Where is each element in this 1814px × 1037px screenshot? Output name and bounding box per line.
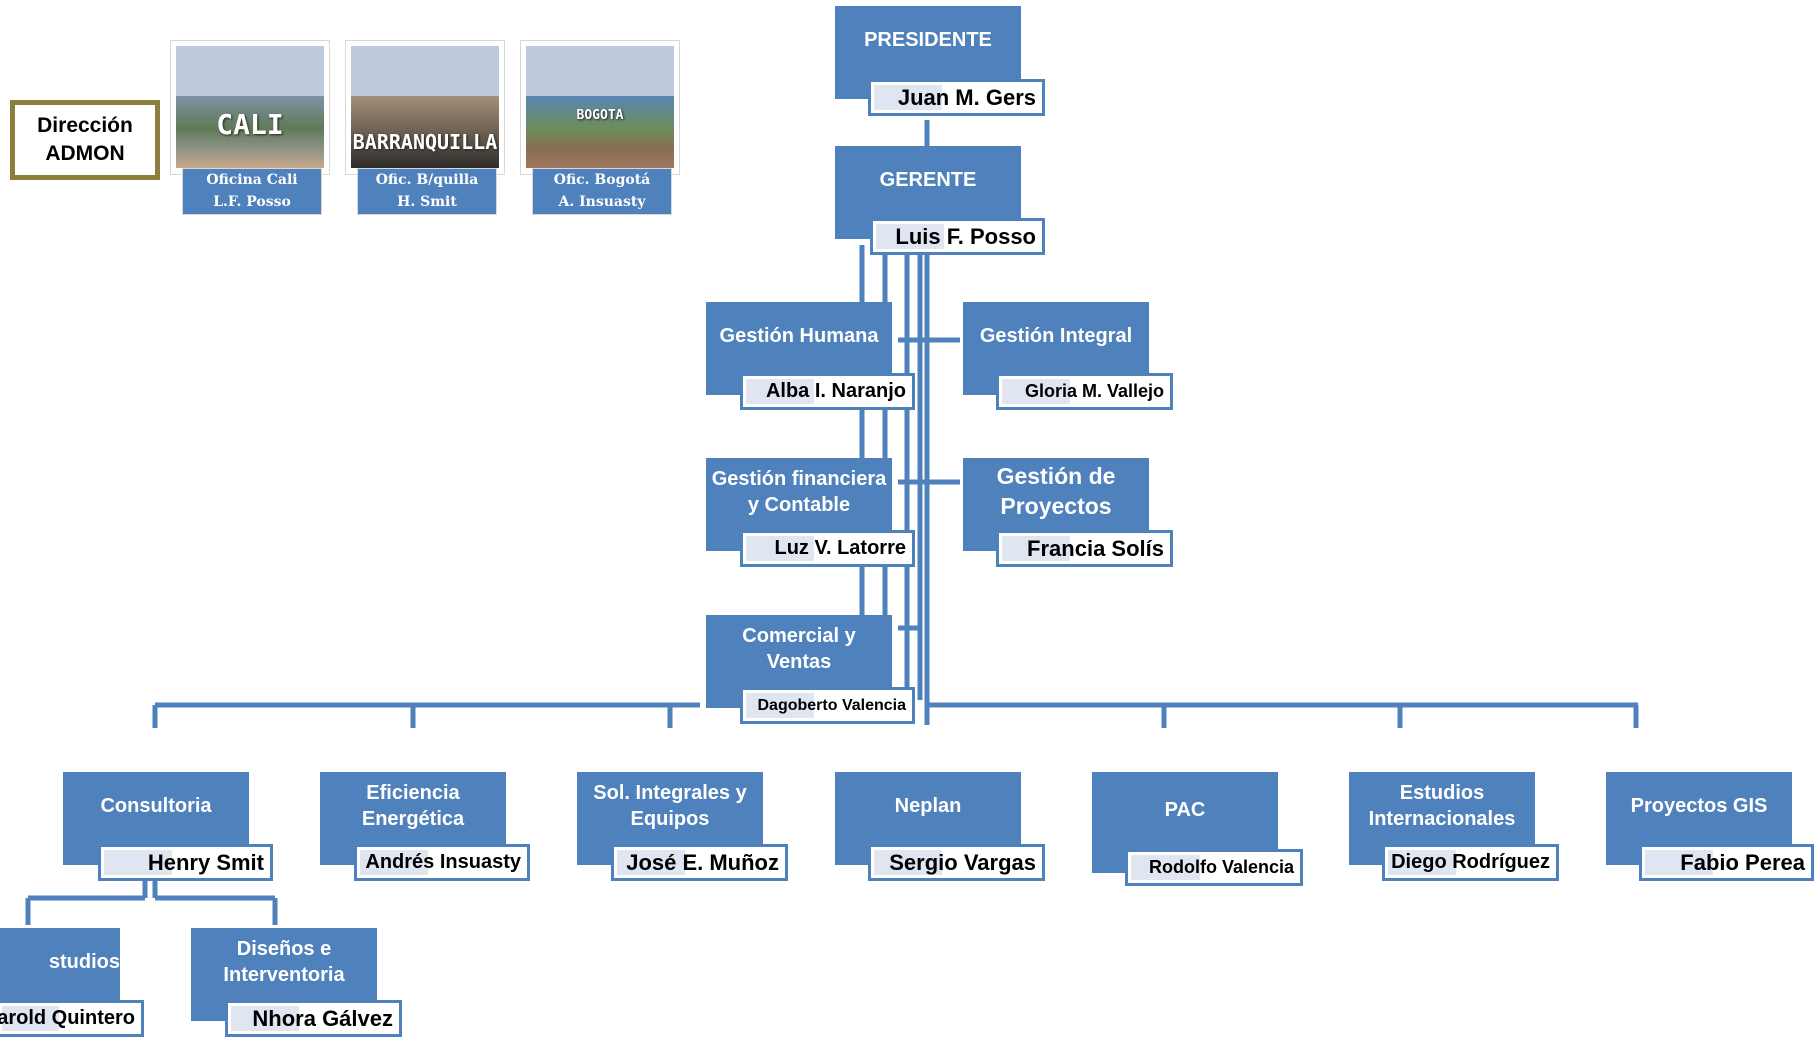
disenos-name: Nhora Gálvez [225, 1000, 402, 1037]
direccion-label: Dirección ADMON [37, 113, 133, 165]
office-cali: CALI Oficina Cali L.F. Posso [170, 40, 330, 215]
estudios-name: arold Quintero [0, 1000, 144, 1037]
gestion-humana-name: Alba I. Naranjo [740, 373, 915, 410]
sol-integrales-name: José E. Muñoz [611, 844, 788, 881]
gestion-integral-name: Gloria M. Vallejo [996, 373, 1173, 410]
pac-name: Rodolfo Valencia [1125, 849, 1303, 886]
direccion-admon-box: Dirección ADMON [10, 100, 160, 180]
bogota-city-image: BOGOTA [526, 96, 674, 168]
office-cali-label: Oficina Cali L.F. Posso [182, 168, 322, 215]
neplan-name: Sergio Vargas [868, 844, 1045, 881]
estudios-internacionales-name: Diego Rodríguez [1382, 844, 1559, 881]
gestion-humana-box: Gestión Humana [706, 302, 892, 395]
office-barranquilla: BARRANQUILLA Ofic. B/quilla H. Smit [345, 40, 505, 215]
proyectos-gis-name: Fabio Perea [1639, 844, 1814, 881]
office-bogota-label: Ofic. Bogotá A. Insuasty [532, 168, 672, 215]
gerente-name: Luis F. Posso [870, 218, 1045, 255]
cali-city-image: CALI [176, 96, 324, 168]
eficiencia-name: Andrés Insuasty [354, 844, 530, 881]
gestion-proyectos-name: Francia Solís [996, 530, 1173, 567]
gestion-financiera-name: Luz V. Latorre [740, 530, 915, 567]
consultoria-name: Henry Smit [98, 844, 273, 881]
office-bogota: BOGOTA Ofic. Bogotá A. Insuasty [520, 40, 680, 215]
presidente-name: Juan M. Gers [868, 79, 1045, 116]
office-barranquilla-label: Ofic. B/quilla H. Smit [357, 168, 497, 215]
comercial-name: Dagoberto Valencia [740, 687, 915, 724]
barranquilla-city-image: BARRANQUILLA [351, 96, 499, 168]
